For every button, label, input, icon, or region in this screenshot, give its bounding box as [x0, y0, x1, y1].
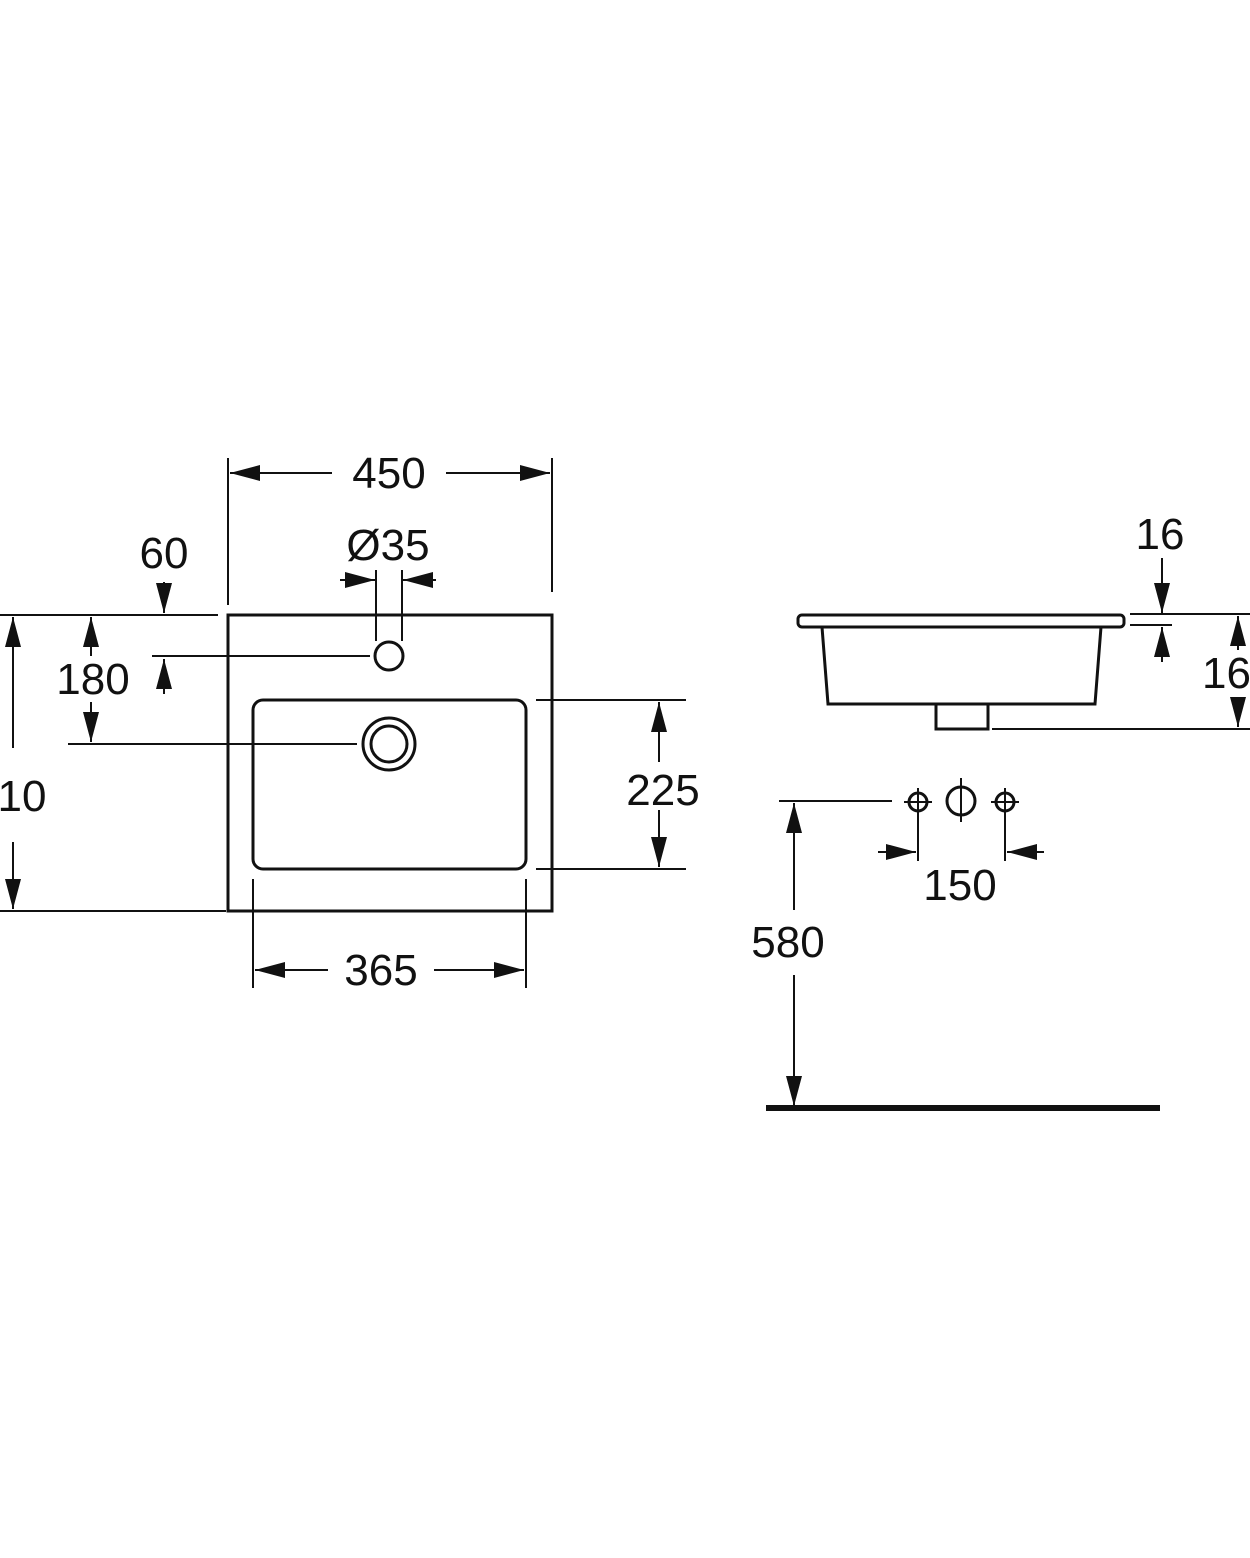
- dim-total-depth: 10: [0, 772, 46, 821]
- dim-basin-width-inner: 365: [344, 946, 417, 995]
- dim-tap-hole-offset: 60: [140, 529, 189, 578]
- dim-basin-depth-inner: 225: [626, 766, 699, 815]
- dim-wall-tap-spacing: 150: [923, 861, 996, 910]
- bowl-body-outline: [820, 626, 1103, 706]
- dim-tap-hole-diameter: Ø35: [346, 521, 429, 570]
- bowl-outline: [251, 698, 528, 871]
- rim-outline: [796, 613, 1126, 629]
- basin-outline: [226, 613, 554, 913]
- dim-tap-to-drain: 180: [56, 655, 129, 704]
- dim-rim-thickness: 16: [1136, 510, 1185, 559]
- dim-total-width: 450: [352, 449, 425, 498]
- top-view: 450 Ø35 60 180 10 225 365: [0, 449, 700, 995]
- drain-outer: [361, 716, 417, 772]
- side-view: 16 16 150 580: [751, 510, 1250, 1111]
- dim-side-height: 16: [1202, 649, 1250, 698]
- dim-mounting-height: 580: [751, 918, 824, 967]
- waste-outlet-outline: [934, 704, 990, 731]
- tap-hole: [373, 640, 405, 672]
- drain-inner: [369, 724, 409, 764]
